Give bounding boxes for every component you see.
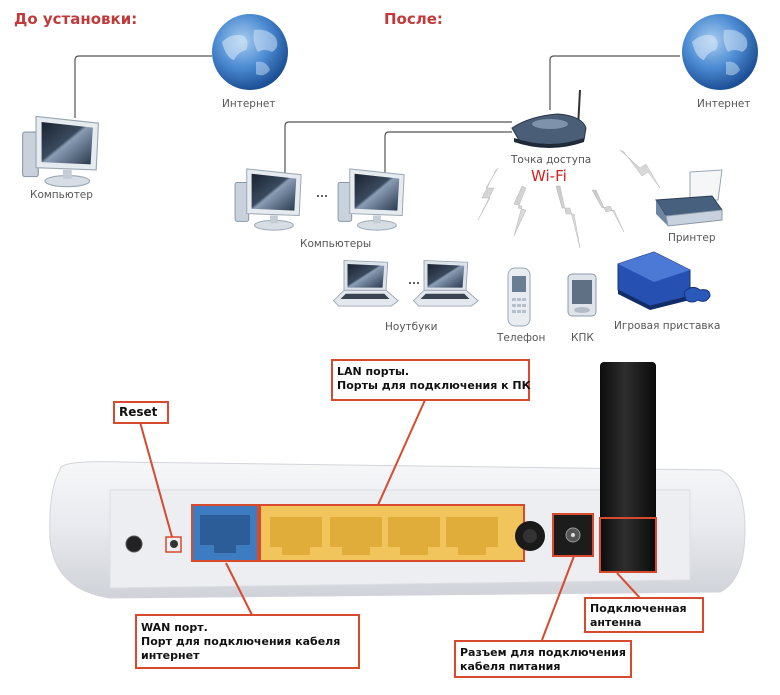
phone-label: Телефон — [497, 332, 546, 344]
laptops-ellipsis: ... — [408, 275, 420, 287]
desktop-computer-icon-1 — [234, 168, 302, 231]
line-ap-internet — [549, 55, 680, 110]
game-console-label: Игровая приставка — [614, 320, 721, 332]
line-ap-computer1 — [284, 121, 512, 185]
power-callout-line-2: кабеля питания — [460, 660, 561, 673]
laptop-icon-2 — [413, 260, 479, 307]
wifi-bolt-icon — [555, 185, 581, 249]
wifi-bolt-icon — [513, 185, 527, 237]
internet-label-before: Интернет — [222, 98, 276, 110]
wifi-label: Wi-Fi — [531, 167, 567, 185]
antenna-callout-line-1: Подключенная — [590, 602, 687, 615]
power-callout-line-1: Разъем для подключения — [460, 646, 626, 659]
lan-ports — [259, 504, 525, 562]
lan-port-sockets — [270, 517, 498, 555]
game-console-icon — [617, 251, 711, 310]
after-title: После: — [384, 10, 443, 28]
wan-callout-line-2: Порт для подключения кабеля — [141, 635, 341, 648]
reset-button — [170, 540, 178, 548]
line-computer-internet — [74, 55, 212, 118]
lan-callout-line-2: Порты для подключения к ПК — [337, 379, 531, 392]
phone-icon — [507, 267, 531, 327]
before-title: До установки: — [14, 10, 138, 28]
connection-lines — [74, 55, 680, 185]
lan-callout-line-1: LAN порты. — [337, 365, 410, 378]
wifi-bolt-icon — [477, 167, 499, 221]
router-body — [49, 461, 746, 599]
pda-label: КПК — [571, 332, 594, 344]
power-callout: Разъем для подключения кабеля питания — [454, 640, 632, 678]
reset-callout-text: Reset — [119, 405, 158, 419]
access-point-label: Точка доступа — [511, 154, 592, 166]
internet-label-after: Интернет — [697, 98, 751, 110]
wan-port — [191, 504, 259, 562]
power-button — [125, 535, 143, 553]
reset-callout: Reset — [113, 401, 169, 424]
desktop-computer-icon-2 — [337, 168, 405, 231]
network-diagram — [22, 14, 758, 327]
laptop-icon-1 — [333, 260, 399, 307]
wan-callout-line-1: WAN порт. — [141, 621, 208, 634]
computers-label: Компьютеры — [300, 238, 372, 250]
antenna-callout: Подключенная антенна — [584, 597, 704, 633]
computers-ellipsis: ... — [316, 188, 328, 200]
antenna-callout-line-2: антенна — [590, 616, 642, 629]
wan-callout-line-3: интернет — [141, 649, 200, 662]
callout-leader-lines — [139, 399, 641, 641]
lan-callout: LAN порты. Порты для подключения к ПК — [331, 359, 531, 401]
antenna — [600, 362, 656, 572]
globe-icon-after — [682, 14, 758, 90]
pda-icon — [567, 273, 597, 317]
computer-label: Компьютер — [30, 189, 93, 201]
laptops-label: Ноутбуки — [385, 321, 438, 333]
wifi-bolt-icon — [591, 189, 625, 233]
wifi-router-icon — [511, 89, 587, 148]
printer-icon — [655, 169, 723, 227]
power-jack — [552, 513, 594, 557]
globe-icon-before — [212, 14, 288, 90]
antenna-connector — [515, 521, 545, 551]
line-ap-computer2 — [384, 131, 512, 185]
wan-callout: WAN порт. Порт для подключения кабеля ин… — [135, 614, 360, 669]
printer-label: Принтер — [668, 232, 716, 244]
desktop-computer-icon — [22, 115, 99, 188]
wifi-signal-bolts — [477, 149, 661, 249]
wifi-bolt-icon — [619, 149, 661, 189]
